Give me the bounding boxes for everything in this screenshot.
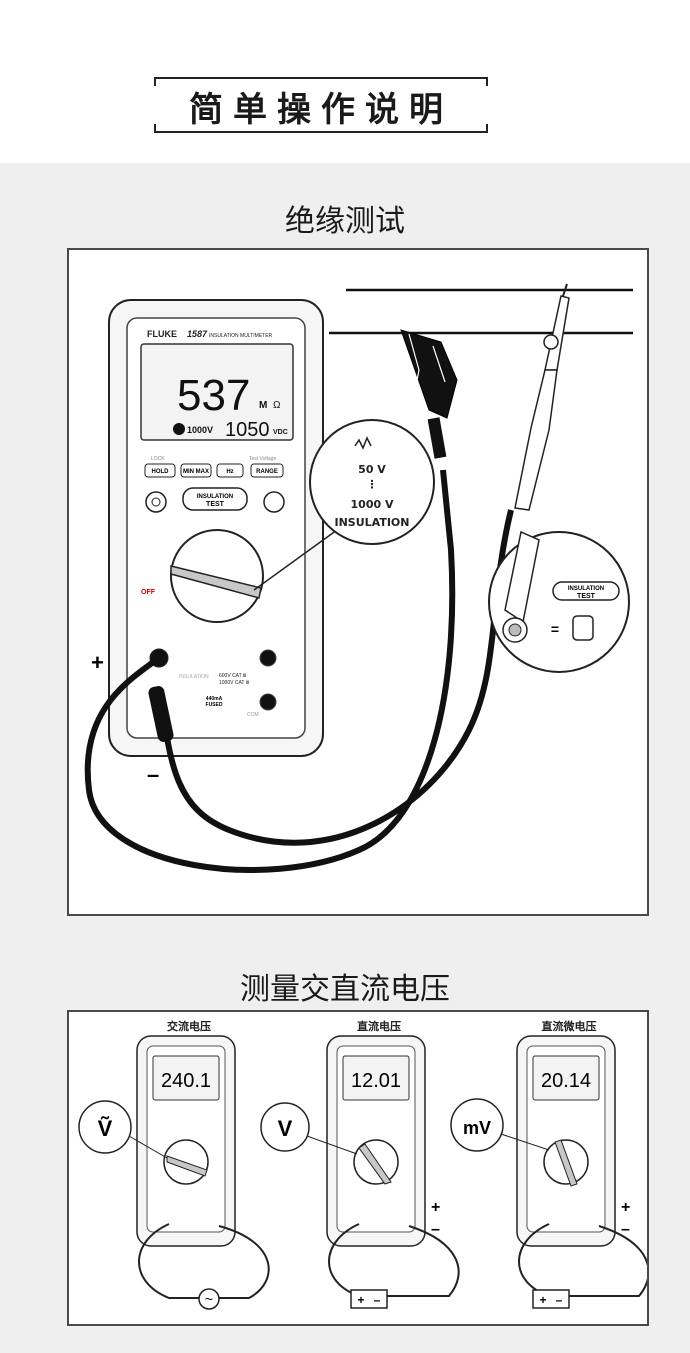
fuse-label-1: 440mA [206,696,223,702]
mv-caption: 直流微电压 [542,1019,597,1033]
hold-button-label: HOLD [152,469,170,475]
lcd-test-voltage: 1000V [187,425,213,435]
callout-label: INSULATION [335,516,410,529]
jack-rating-1: 600V CAT Ⅲ [219,673,246,679]
blue-function-button[interactable] [263,491,285,513]
voltage-diagram-panel: 交流电压 240.1 Ṽ ~ 直流电压 12.01 V [67,1010,650,1326]
com-jack[interactable] [259,693,277,711]
dc-battery-icon [350,1289,388,1309]
mv-battery-icon [532,1289,570,1309]
test-probe [514,283,570,511]
dc-voltage-example: 直流电压 12.01 V + – + – [260,1019,460,1309]
positive-test-lead [84,469,456,873]
hold-button[interactable] [144,463,176,478]
test-voltage-label: Test Voltage [249,456,276,462]
lcd-main-reading: 537 [177,371,250,420]
mv-dial-symbol: mV [463,1118,491,1138]
meter-model: 1587 [187,329,208,339]
ac-source-icon [198,1288,220,1310]
mv-load-minus: – [556,1293,563,1307]
lead-plug [148,686,174,742]
fuse-label-2: FUSED [206,702,223,708]
minmax-button[interactable] [180,463,212,478]
insulation-section-title: 绝缘测试 [285,204,405,239]
negative-test-lead [158,509,514,846]
dc-load-minus: – [374,1293,381,1307]
mv-lead-minus: – [621,1221,630,1238]
lcd-secondary-unit: VDC [273,429,288,436]
minmax-button-label: MIN MAX [183,469,209,475]
lcd-unit: Ω [273,400,281,411]
header-frame [154,77,488,133]
insulation-test-button[interactable] [182,487,248,511]
probe-callout-line1: INSULATION [568,586,604,592]
lcd-screen [140,343,294,441]
dc-load-plus: + [357,1293,364,1307]
backlight-button[interactable] [145,491,167,513]
volt-ohm-jack[interactable] [259,649,277,667]
waveform-icon [354,436,372,450]
insulation-jack-label: INSULATION [179,674,209,680]
callout-high-voltage: 1000 V [351,498,394,511]
backlight-icon [151,497,161,507]
multimeter: FLUKE 1587 INSULATION MULTIMETER 537 M Ω… [108,299,324,757]
dc-lead-minus: – [431,1221,440,1238]
button-row: HOLD MIN MAX Hz RANGE [144,463,284,478]
dc-caption: 直流电压 [357,1019,401,1033]
probe-test-button[interactable] [543,334,559,350]
plus-sign: + [91,650,104,675]
insulation-test-button-line2: TEST [206,501,225,508]
ac-reading: 240.1 [161,1070,211,1092]
voltage-diagram: 交流电压 240.1 Ṽ ~ 直流电压 12.01 V [78,1019,650,1310]
callout-low-voltage: 50 V [358,463,386,476]
com-label: COM [247,712,259,718]
lcd-secondary-reading: 1050 [225,419,270,441]
lcd-unit-prefix: M [259,400,267,411]
hz-button-label: Hz [226,469,233,475]
range-button-label: RANGE [256,469,278,475]
minus-sign: – [147,762,159,787]
dial-off-label: OFF [141,589,156,596]
mv-lead-plus: + [621,1199,630,1216]
callout-dots: ⋮ [367,478,378,491]
meter-model-desc: INSULATION MULTIMETER [209,333,273,339]
alligator-clip [400,329,458,459]
dc-millivolt-example: 直流微电压 20.14 mV + – + – [450,1019,650,1309]
ac-dial-symbol: Ṽ [98,1116,113,1141]
ac-load-symbol: ~ [205,1291,213,1307]
dc-reading: 12.01 [351,1070,401,1092]
mv-reading: 20.14 [541,1070,591,1092]
page-title: 简单操作说明 [189,89,453,130]
probe-test-callout: INSULATION TEST = [488,530,630,673]
test-voltage-callout: 50 V ⋮ 1000 V INSULATION [253,419,435,591]
voltage-section-title: 测量交直流电压 [240,972,450,1007]
mv-load-plus: + [539,1293,546,1307]
ac-voltage-example: 交流电压 240.1 Ṽ ~ [78,1019,270,1310]
hz-button[interactable] [216,463,244,478]
lock-label: LOCK [151,456,165,462]
range-button[interactable] [250,463,284,478]
dc-dial-symbol: V [278,1116,293,1141]
insulation-test-button-line1: INSULATION [197,494,233,500]
dc-lead-plus: + [431,1199,440,1216]
insulation-diagram-panel: FLUKE 1587 INSULATION MULTIMETER 537 M Ω… [67,248,649,916]
rotary-dial[interactable] [170,529,264,623]
insulation-diagram: FLUKE 1587 INSULATION MULTIMETER 537 M Ω… [84,283,633,873]
jack-rating-2: 1000V CAT Ⅲ [219,680,249,686]
dial-pointer [170,565,262,599]
ac-caption: 交流电压 [167,1019,211,1033]
probe-button-icon [572,615,594,641]
lcd-test-indicator-icon [173,423,185,435]
probe-callout-equals: = [551,621,559,637]
meter-brand: FLUKE [147,329,177,339]
probe-callout-line2: TEST [577,593,596,600]
